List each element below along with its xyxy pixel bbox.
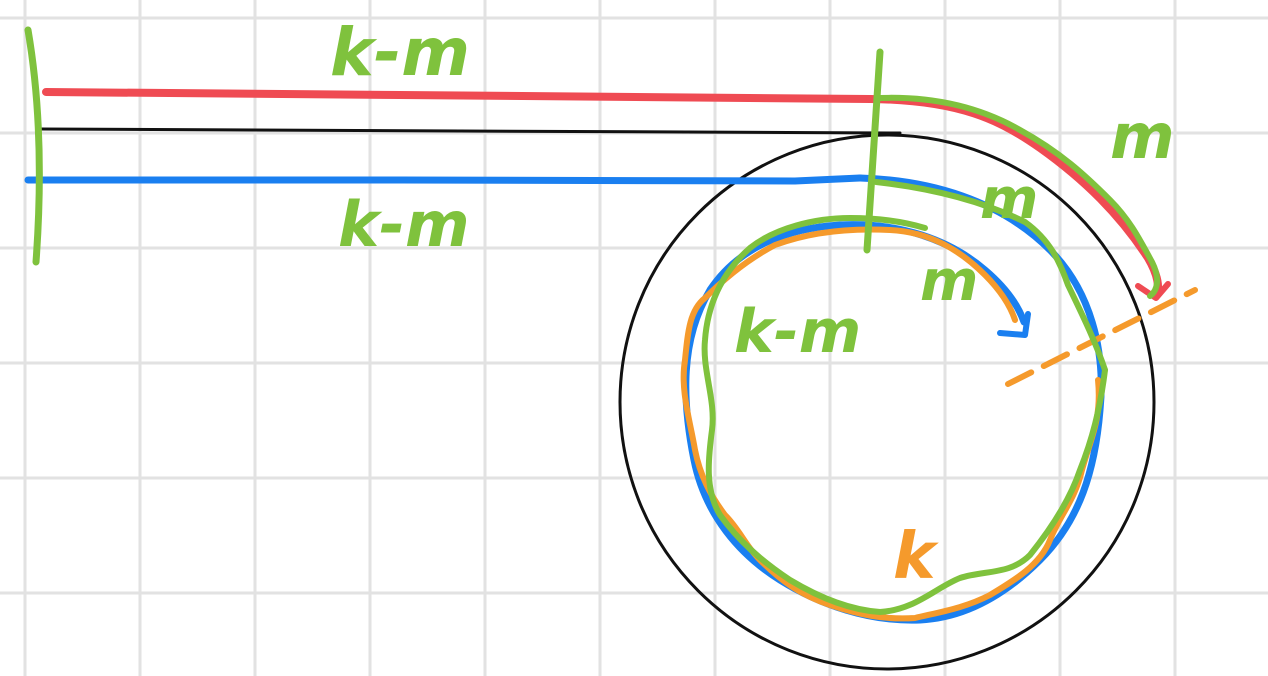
blue-tail-line bbox=[24, 174, 864, 185]
label-orange-k: k bbox=[893, 520, 939, 594]
green-path bbox=[24, 26, 1160, 615]
orange-loop bbox=[680, 226, 1102, 622]
green-inner-arc bbox=[873, 179, 1108, 373]
blue-arrowhead bbox=[997, 311, 1031, 338]
label-red-arc-m: m bbox=[1110, 100, 1175, 173]
orange-dashed-cut bbox=[1005, 287, 1198, 387]
green-loop bbox=[701, 215, 1108, 615]
black-figure bbox=[38, 127, 1156, 671]
red-arrowhead bbox=[1135, 281, 1171, 301]
orange-cycle bbox=[680, 226, 1198, 622]
green-left-bracket bbox=[24, 26, 43, 266]
labels: k-m k-m m m m k-m k bbox=[330, 14, 1175, 594]
label-top-km: k-m bbox=[330, 14, 470, 91]
label-bottom-km: k-m bbox=[338, 188, 470, 261]
black-horizontal-line bbox=[38, 127, 902, 135]
label-green-arc-m: m bbox=[980, 167, 1038, 232]
red-tail-line bbox=[42, 88, 874, 103]
label-blue-arrow-m: m bbox=[920, 249, 978, 314]
green-outer-arc bbox=[877, 94, 1160, 299]
outer-black-circle bbox=[618, 133, 1156, 671]
green-mid-bracket bbox=[863, 48, 884, 254]
label-inner-loop-km: k-m bbox=[734, 297, 861, 367]
